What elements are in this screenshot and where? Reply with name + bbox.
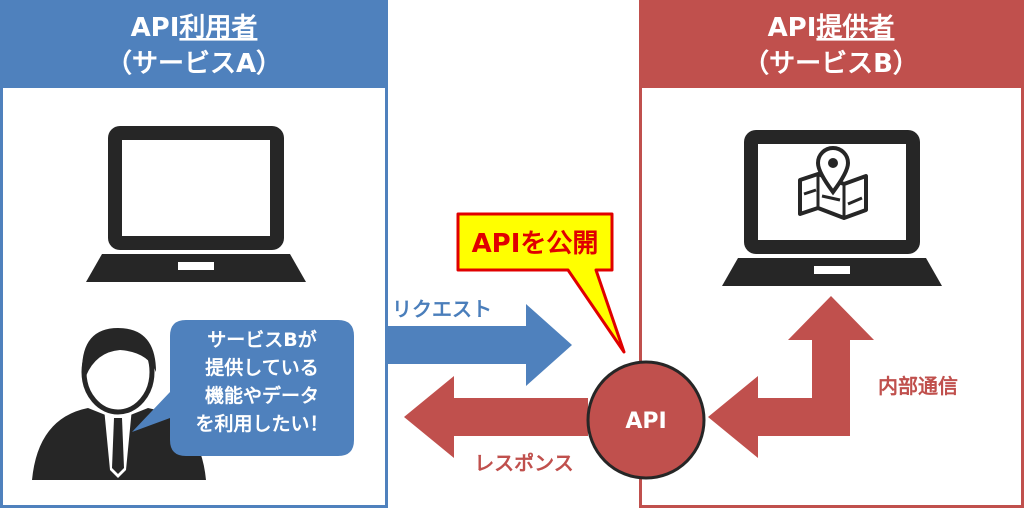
consumer-title-line1: API利用者: [131, 13, 258, 43]
request-label: リクエスト: [392, 297, 492, 321]
callout-label: APIを公開: [472, 229, 599, 259]
internal-arrow: 内部通信: [708, 296, 958, 458]
publish-callout: APIを公開: [456, 212, 626, 354]
bubble-line-4: を利用したい！: [195, 413, 328, 435]
provider-title-line1: API提供者: [768, 13, 895, 43]
response-arrow: レスポンス: [404, 376, 588, 475]
provider-title-line2: （サービスB）: [743, 49, 919, 79]
bubble-line-1: サービスBが: [207, 328, 316, 351]
api-node: API: [586, 360, 706, 480]
provider-header: [639, 0, 1024, 88]
consumer-panel: API利用者 （サービスA） サービスBが 提供している 機能やデータ を利用し…: [0, 0, 388, 508]
internal-label: 内部通信: [878, 374, 958, 398]
laptop-icon: [86, 126, 306, 282]
bubble-line-2: 提供している: [205, 356, 318, 379]
request-arrow: リクエスト: [388, 297, 572, 386]
bubble-line-3: 機能やデータ: [205, 384, 319, 407]
user-icon: [32, 328, 206, 480]
map-pin-icon: [798, 146, 868, 220]
api-node-label: API: [625, 409, 666, 434]
speech-bubble: サービスBが 提供している 機能やデータ を利用したい！: [132, 320, 354, 456]
consumer-title-line2: （サービスA）: [106, 49, 282, 79]
consumer-header: [0, 0, 388, 88]
response-label: レスポンス: [474, 451, 574, 475]
